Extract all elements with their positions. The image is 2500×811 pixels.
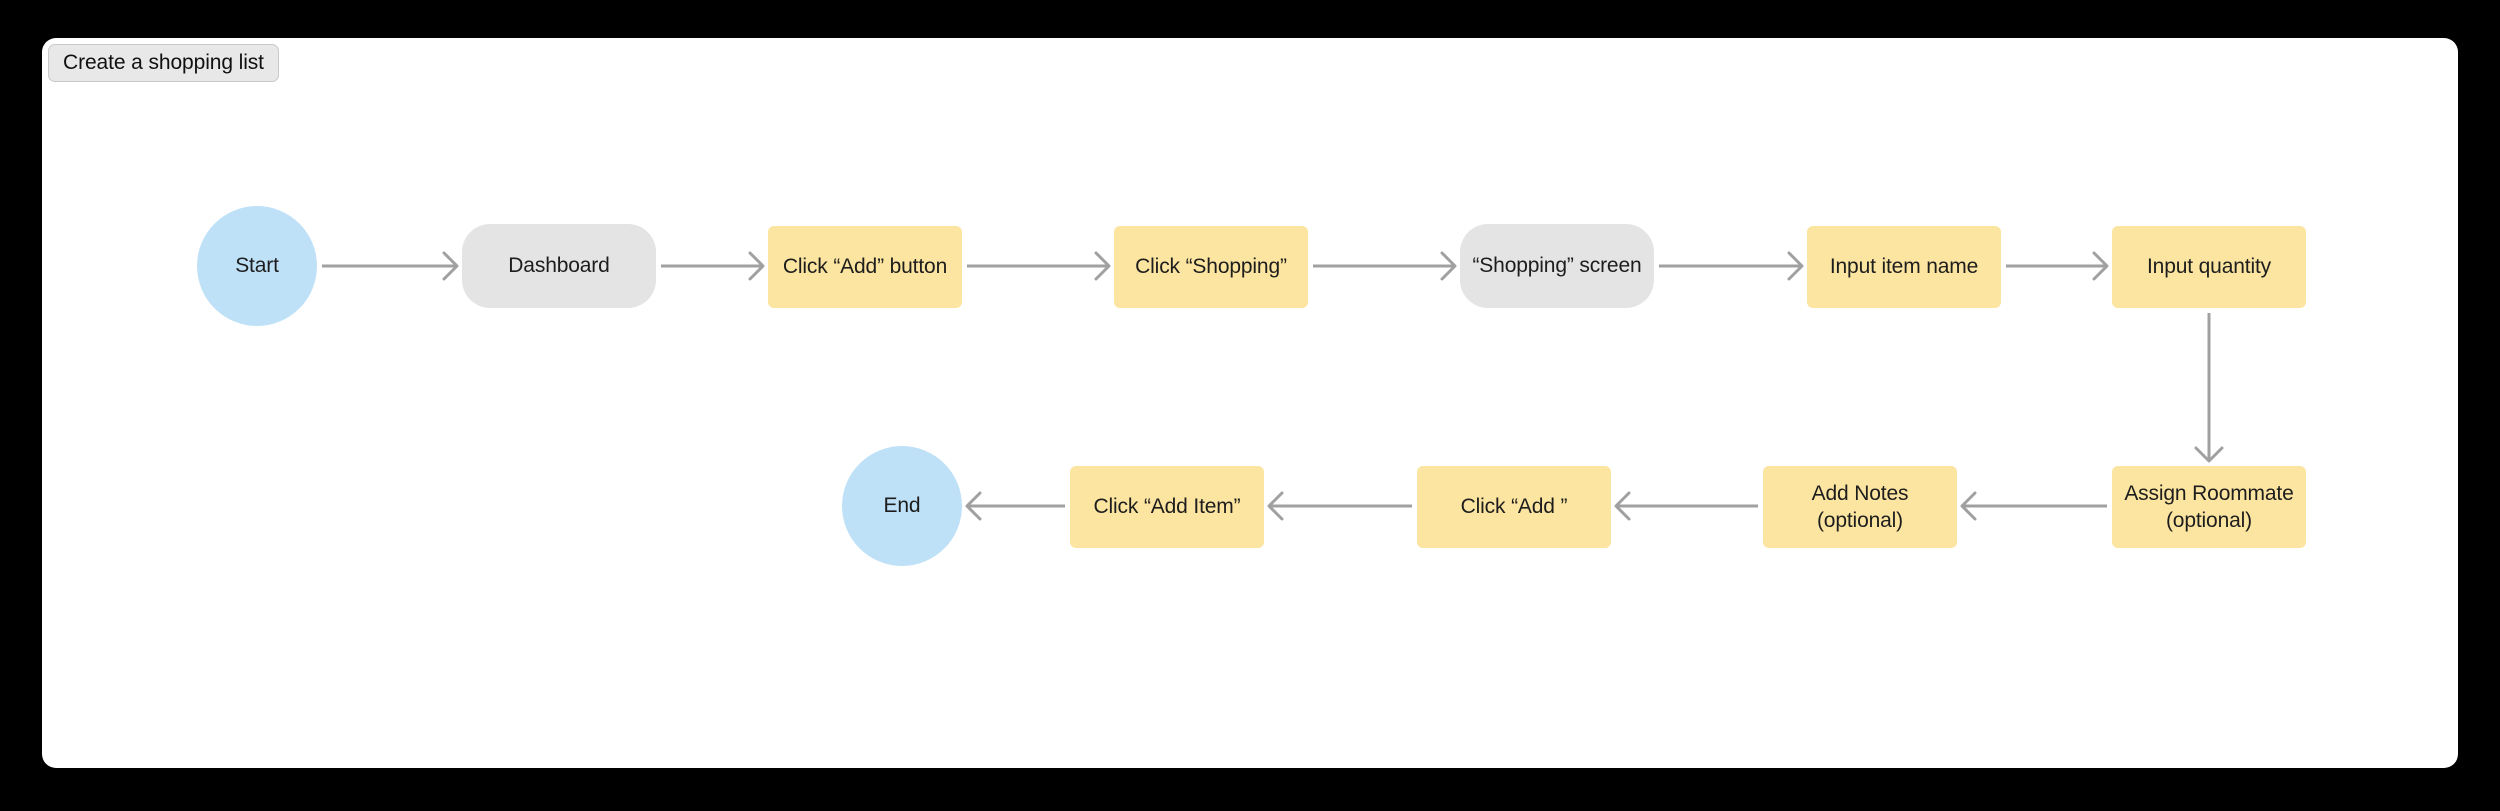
node-label-click-shopping: Click “Shopping”: [1135, 255, 1287, 279]
node-label-dashboard: Dashboard: [508, 254, 610, 278]
node-shopping-screen[interactable]: “Shopping” screen: [1460, 224, 1654, 308]
node-input-quantity[interactable]: Input quantity: [2112, 226, 2306, 308]
diagram-title-chip[interactable]: Create a shopping list: [48, 44, 279, 82]
node-label-assign-roommate: Assign Roommate (optional): [2124, 481, 2294, 532]
node-end[interactable]: End: [842, 446, 962, 566]
node-label-click-add-item: Click “Add Item”: [1093, 495, 1241, 519]
node-click-add-item[interactable]: Click “Add Item”: [1070, 466, 1264, 548]
node-click-add-btn[interactable]: Click “Add” button: [768, 226, 962, 308]
node-label-input-quantity: Input quantity: [2147, 255, 2271, 279]
node-label-input-item-name: Input item name: [1829, 255, 1979, 279]
whiteboard-canvas[interactable]: [42, 38, 2458, 768]
node-click-add[interactable]: Click “Add ”: [1417, 466, 1611, 548]
node-dashboard[interactable]: Dashboard: [462, 224, 656, 308]
node-start[interactable]: Start: [197, 206, 317, 326]
node-label-add-notes: Add Notes (optional): [1811, 481, 1909, 532]
node-add-notes[interactable]: Add Notes (optional): [1763, 466, 1957, 548]
node-label-end: End: [883, 494, 921, 518]
node-assign-roommate[interactable]: Assign Roommate (optional): [2112, 466, 2306, 548]
node-label-shopping-screen: “Shopping” screen: [1472, 254, 1642, 278]
node-label-click-add-btn: Click “Add” button: [782, 255, 948, 279]
diagram-title-label: Create a shopping list: [63, 51, 264, 74]
node-label-start: Start: [235, 254, 279, 278]
node-input-item-name[interactable]: Input item name: [1807, 226, 2001, 308]
node-label-click-add: Click “Add ”: [1460, 495, 1568, 519]
node-click-shopping[interactable]: Click “Shopping”: [1114, 226, 1308, 308]
